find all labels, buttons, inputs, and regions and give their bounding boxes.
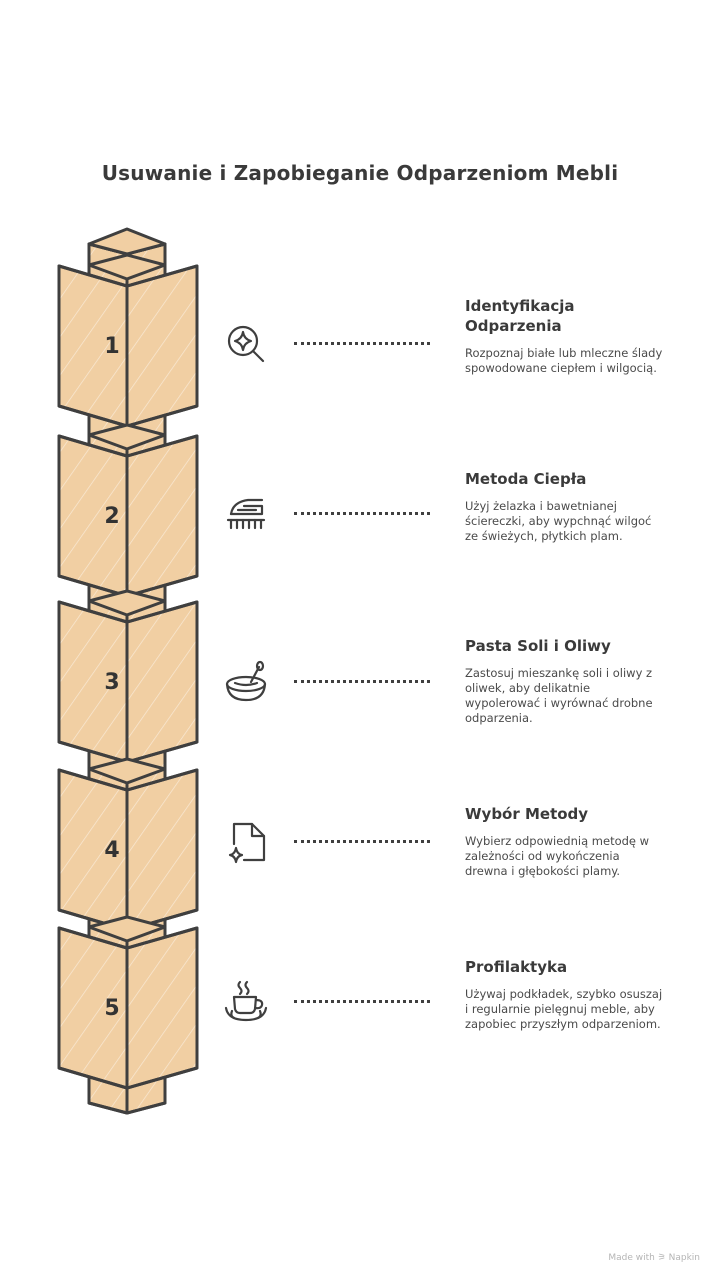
step-3: Pasta Soli i Oliwy Zastosuj mieszankę so…	[465, 636, 665, 726]
step-title-4: Wybór Metody	[465, 805, 589, 823]
block-3-right-hatch	[125, 600, 199, 764]
block-5-right-hatch	[125, 926, 199, 1090]
block-3-pillar-stub	[87, 589, 167, 617]
bowl-icon	[222, 658, 270, 706]
connector-dots-5	[294, 1000, 430, 1003]
connector-dots-2	[294, 512, 430, 515]
step-desc-2: Użyj żelazka i bawetnianej ściereczki, a…	[465, 499, 652, 543]
block-4-pillar-stub	[87, 757, 167, 785]
connector-dots-3	[294, 680, 430, 683]
magnify-sparkle-icon	[222, 320, 270, 368]
block-2-right-hatch	[125, 434, 199, 598]
block-2-pillar-stub	[87, 423, 167, 451]
step-title-1: Identyfikacja Odparzenia	[465, 297, 575, 335]
pillar-top	[87, 227, 167, 256]
block-1-pillar-stub	[87, 253, 167, 281]
block-1-number: 1	[104, 334, 119, 359]
step-title-3: Pasta Soli i Oliwy	[465, 637, 611, 655]
step-5: Profilaktyka Używaj podkładek, szybko os…	[465, 957, 665, 1032]
step-title-2: Metoda Ciepła	[465, 470, 587, 488]
page-title: Usuwanie i Zapobieganie Odparzeniom Mebl…	[101, 161, 619, 185]
step-desc-5: Używaj podkładek, szybko osuszaj i regul…	[465, 987, 663, 1031]
block-4-right-hatch	[125, 768, 199, 932]
block-1-right-hatch	[125, 264, 199, 428]
document-sparkle-icon	[222, 818, 270, 866]
step-2: Metoda Ciepła Użyj żelazka i bawetnianej…	[465, 469, 665, 544]
coffee-cup-icon	[222, 978, 270, 1026]
step-desc-4: Wybierz odpowiednią metodę w zależności …	[465, 834, 650, 878]
step-desc-3: Zastosuj mieszankę soli i oliwy z oliwek…	[465, 666, 653, 725]
iron-icon	[222, 490, 270, 538]
connector-dots-4	[294, 840, 430, 843]
step-desc-1: Rozpoznaj białe lub mleczne ślady spowod…	[465, 346, 663, 375]
step-4: Wybór Metody Wybierz odpowiednią metodę …	[465, 804, 665, 879]
block-2-number: 2	[104, 504, 119, 529]
napkin-footer: Made with ⚞ Napkin	[608, 1253, 700, 1263]
step-1: Identyfikacja Odparzenia Rozpoznaj białe…	[465, 296, 665, 376]
connector-dots-1	[294, 342, 430, 345]
block-5-pillar-stub	[87, 915, 167, 943]
step-title-5: Profilaktyka	[465, 958, 568, 976]
block-4-number: 4	[104, 838, 119, 863]
block-3-number: 3	[104, 670, 119, 695]
block-5-number: 5	[104, 996, 119, 1021]
